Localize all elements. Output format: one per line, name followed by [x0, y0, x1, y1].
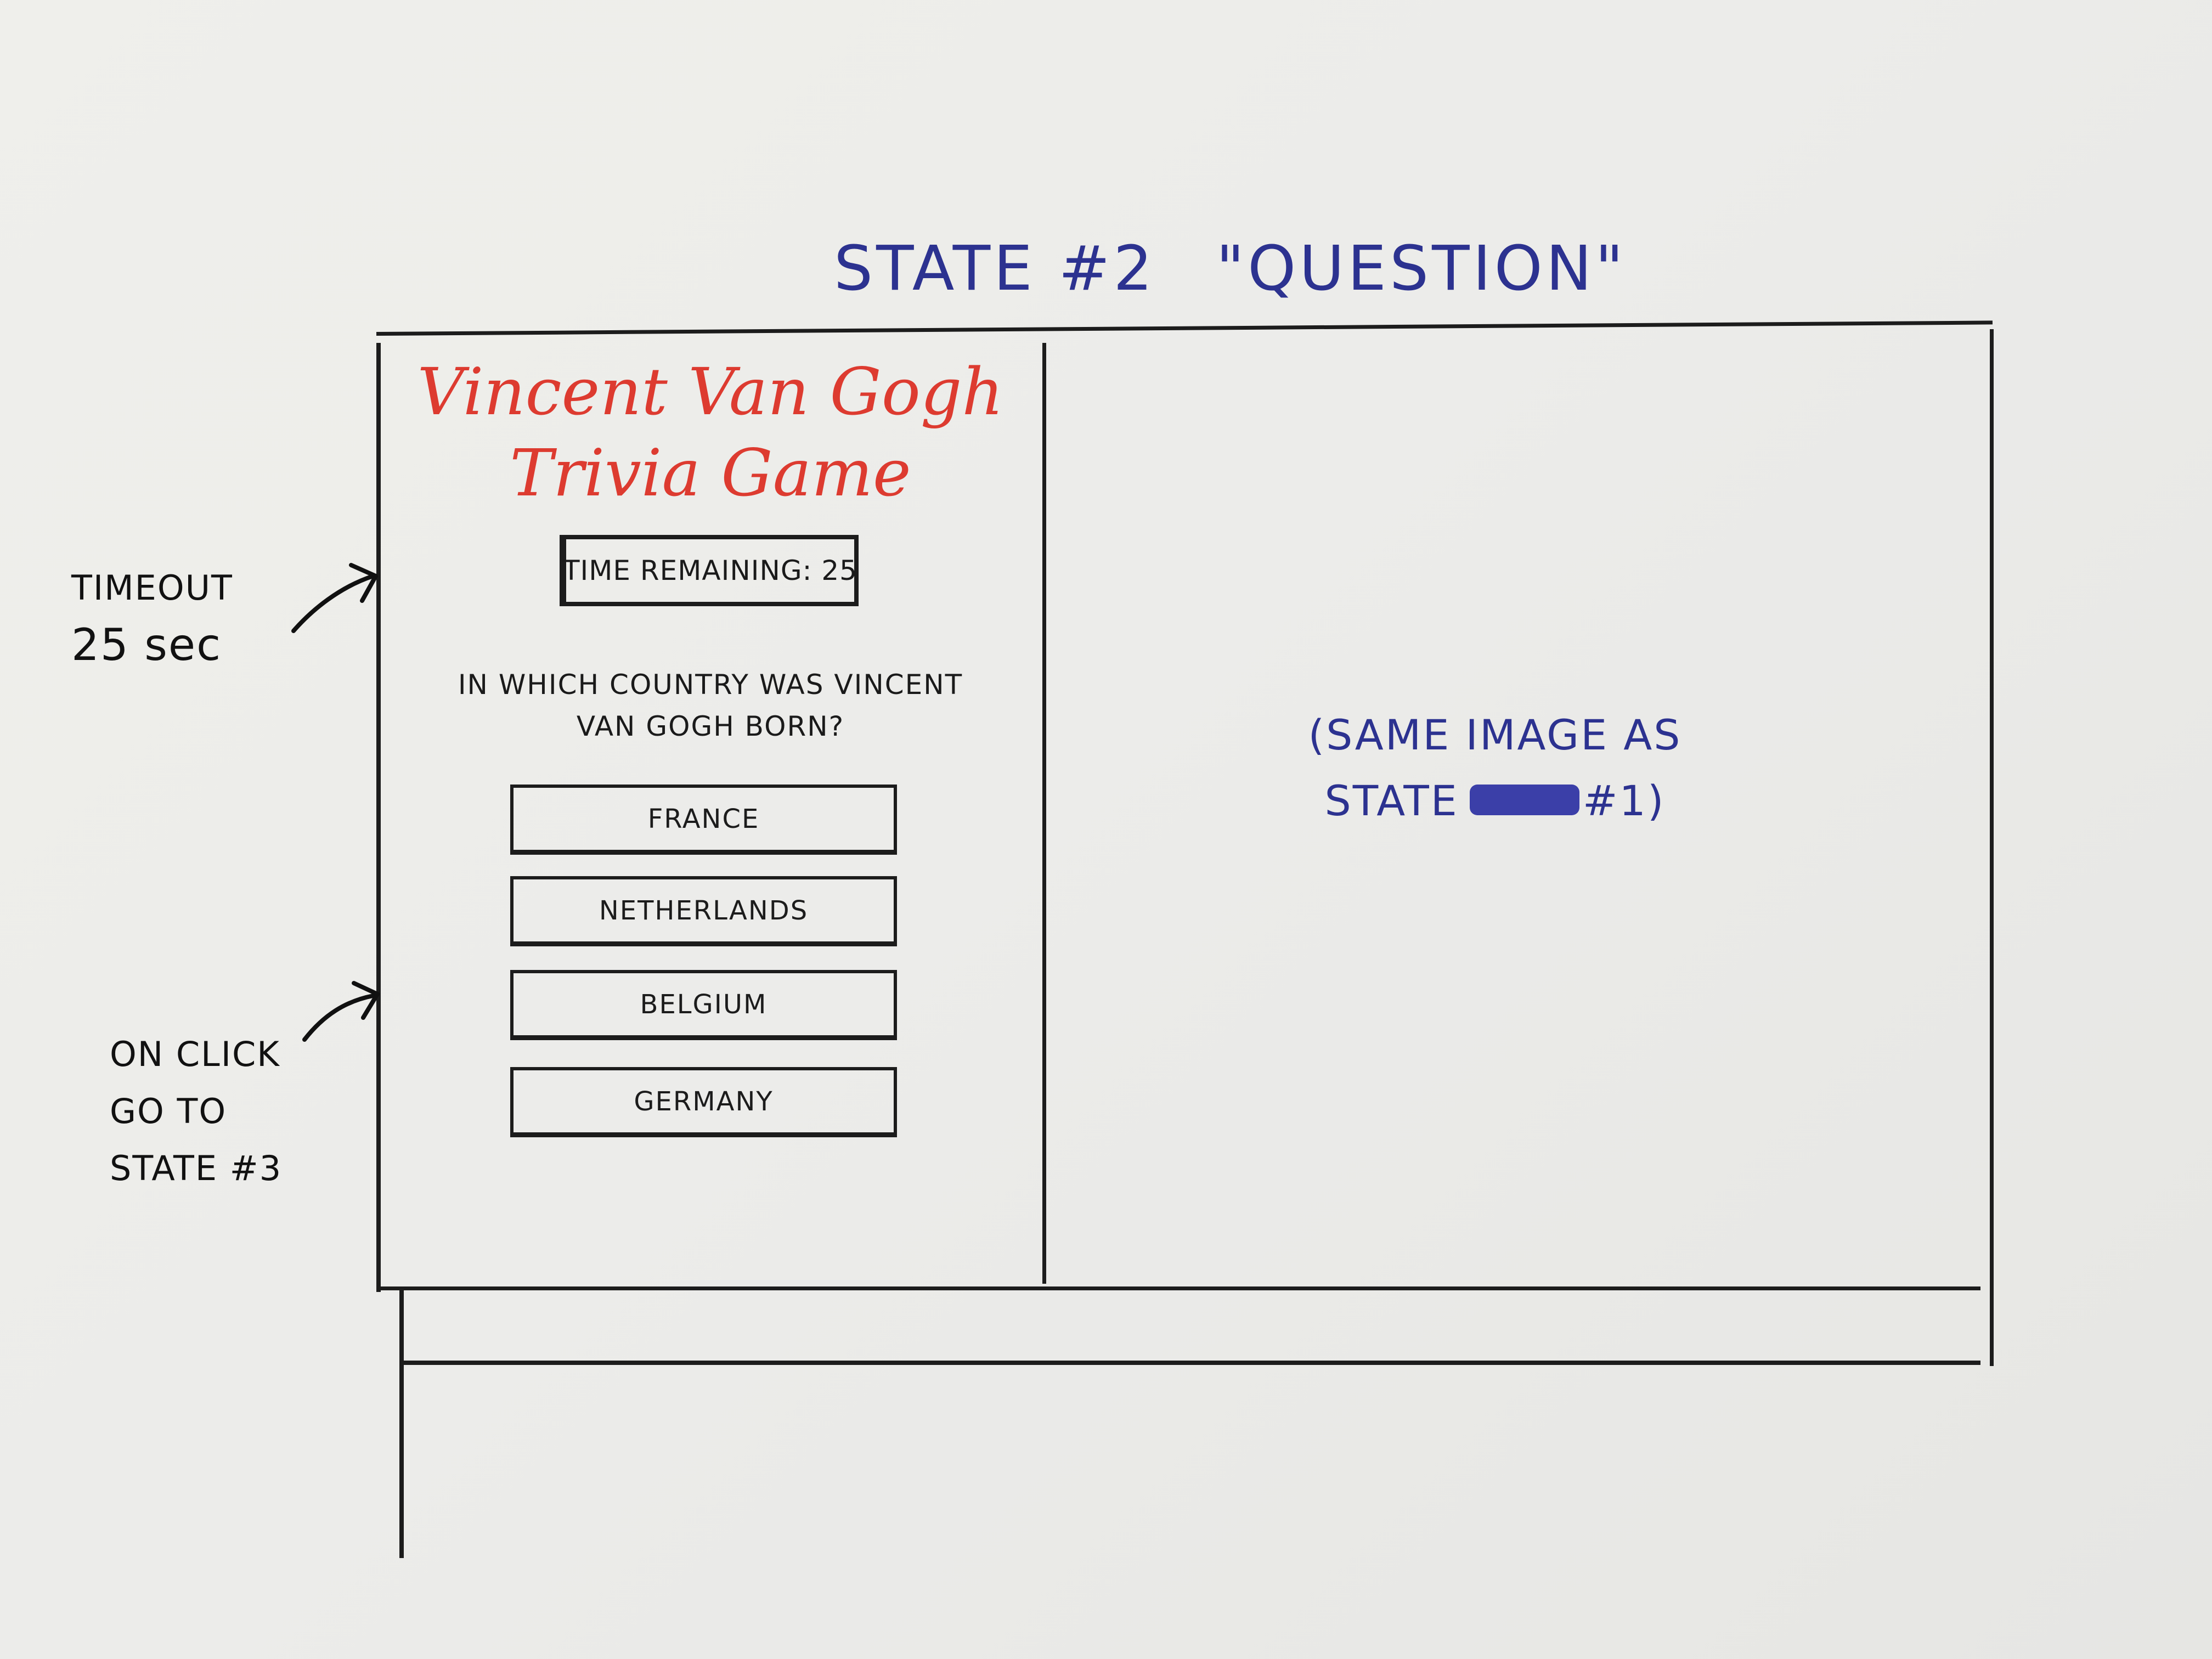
- answer-button-belgium[interactable]: BELGIUM: [510, 970, 897, 1040]
- click-arrowhead: [352, 981, 380, 1020]
- click-line2: GO TO: [110, 1091, 227, 1131]
- answer-button-netherlands[interactable]: NETHERLANDS: [510, 876, 897, 946]
- app-title: Vincent Van Gogh Trivia Game: [384, 351, 1037, 514]
- timeout-arrow: [291, 574, 375, 633]
- question-text: IN WHICH COUNTRY WAS VINCENT VAN GOGH BO…: [428, 664, 993, 747]
- timer-box: TIME REMAINING: 25: [560, 535, 859, 606]
- frame-right-border: [1990, 329, 1994, 1366]
- panel-divider: [1042, 343, 1046, 1284]
- answer-button-france[interactable]: FRANCE: [510, 785, 897, 855]
- note-line2-end: #1): [1582, 776, 1666, 825]
- question-line2: VAN GOGH BORN?: [576, 710, 845, 742]
- state-label: STATE #2: [834, 233, 1156, 304]
- image-placeholder-note: (SAME IMAGE AS STATE #1): [1207, 702, 1783, 834]
- state-heading: STATE #2 "QUESTION": [834, 233, 1627, 304]
- frame-lower-left-border: [399, 1289, 404, 1558]
- answer-button-germany[interactable]: GERMANY: [510, 1067, 897, 1137]
- footer-bottom-border: [399, 1361, 1980, 1365]
- state-name: "QUESTION": [1216, 233, 1627, 304]
- footer-top-border: [379, 1286, 1980, 1290]
- question-line1: IN WHICH COUNTRY WAS VINCENT: [458, 669, 963, 701]
- timeout-arrowhead: [349, 563, 378, 603]
- timer-text: TIME REMAINING: 25: [563, 555, 857, 586]
- click-line3: STATE #3: [110, 1148, 283, 1188]
- click-arrow: [302, 994, 375, 1042]
- app-title-line2: Trivia Game: [510, 435, 911, 511]
- note-line2-start: STATE: [1324, 776, 1459, 825]
- timeout-line2: 25 sec: [71, 619, 222, 670]
- click-annotation: ON CLICK GO TO STATE #3: [110, 1026, 282, 1197]
- frame-left-border: [376, 343, 381, 1292]
- app-title-line1: Vincent Van Gogh: [417, 354, 1004, 430]
- note-line1: (SAME IMAGE AS: [1308, 710, 1682, 759]
- click-line1: ON CLICK: [110, 1034, 280, 1074]
- timeout-line1: TIMEOUT: [71, 568, 233, 608]
- scribble-mark: [1469, 785, 1579, 815]
- timeout-annotation: TIMEOUT 25 sec: [71, 560, 233, 674]
